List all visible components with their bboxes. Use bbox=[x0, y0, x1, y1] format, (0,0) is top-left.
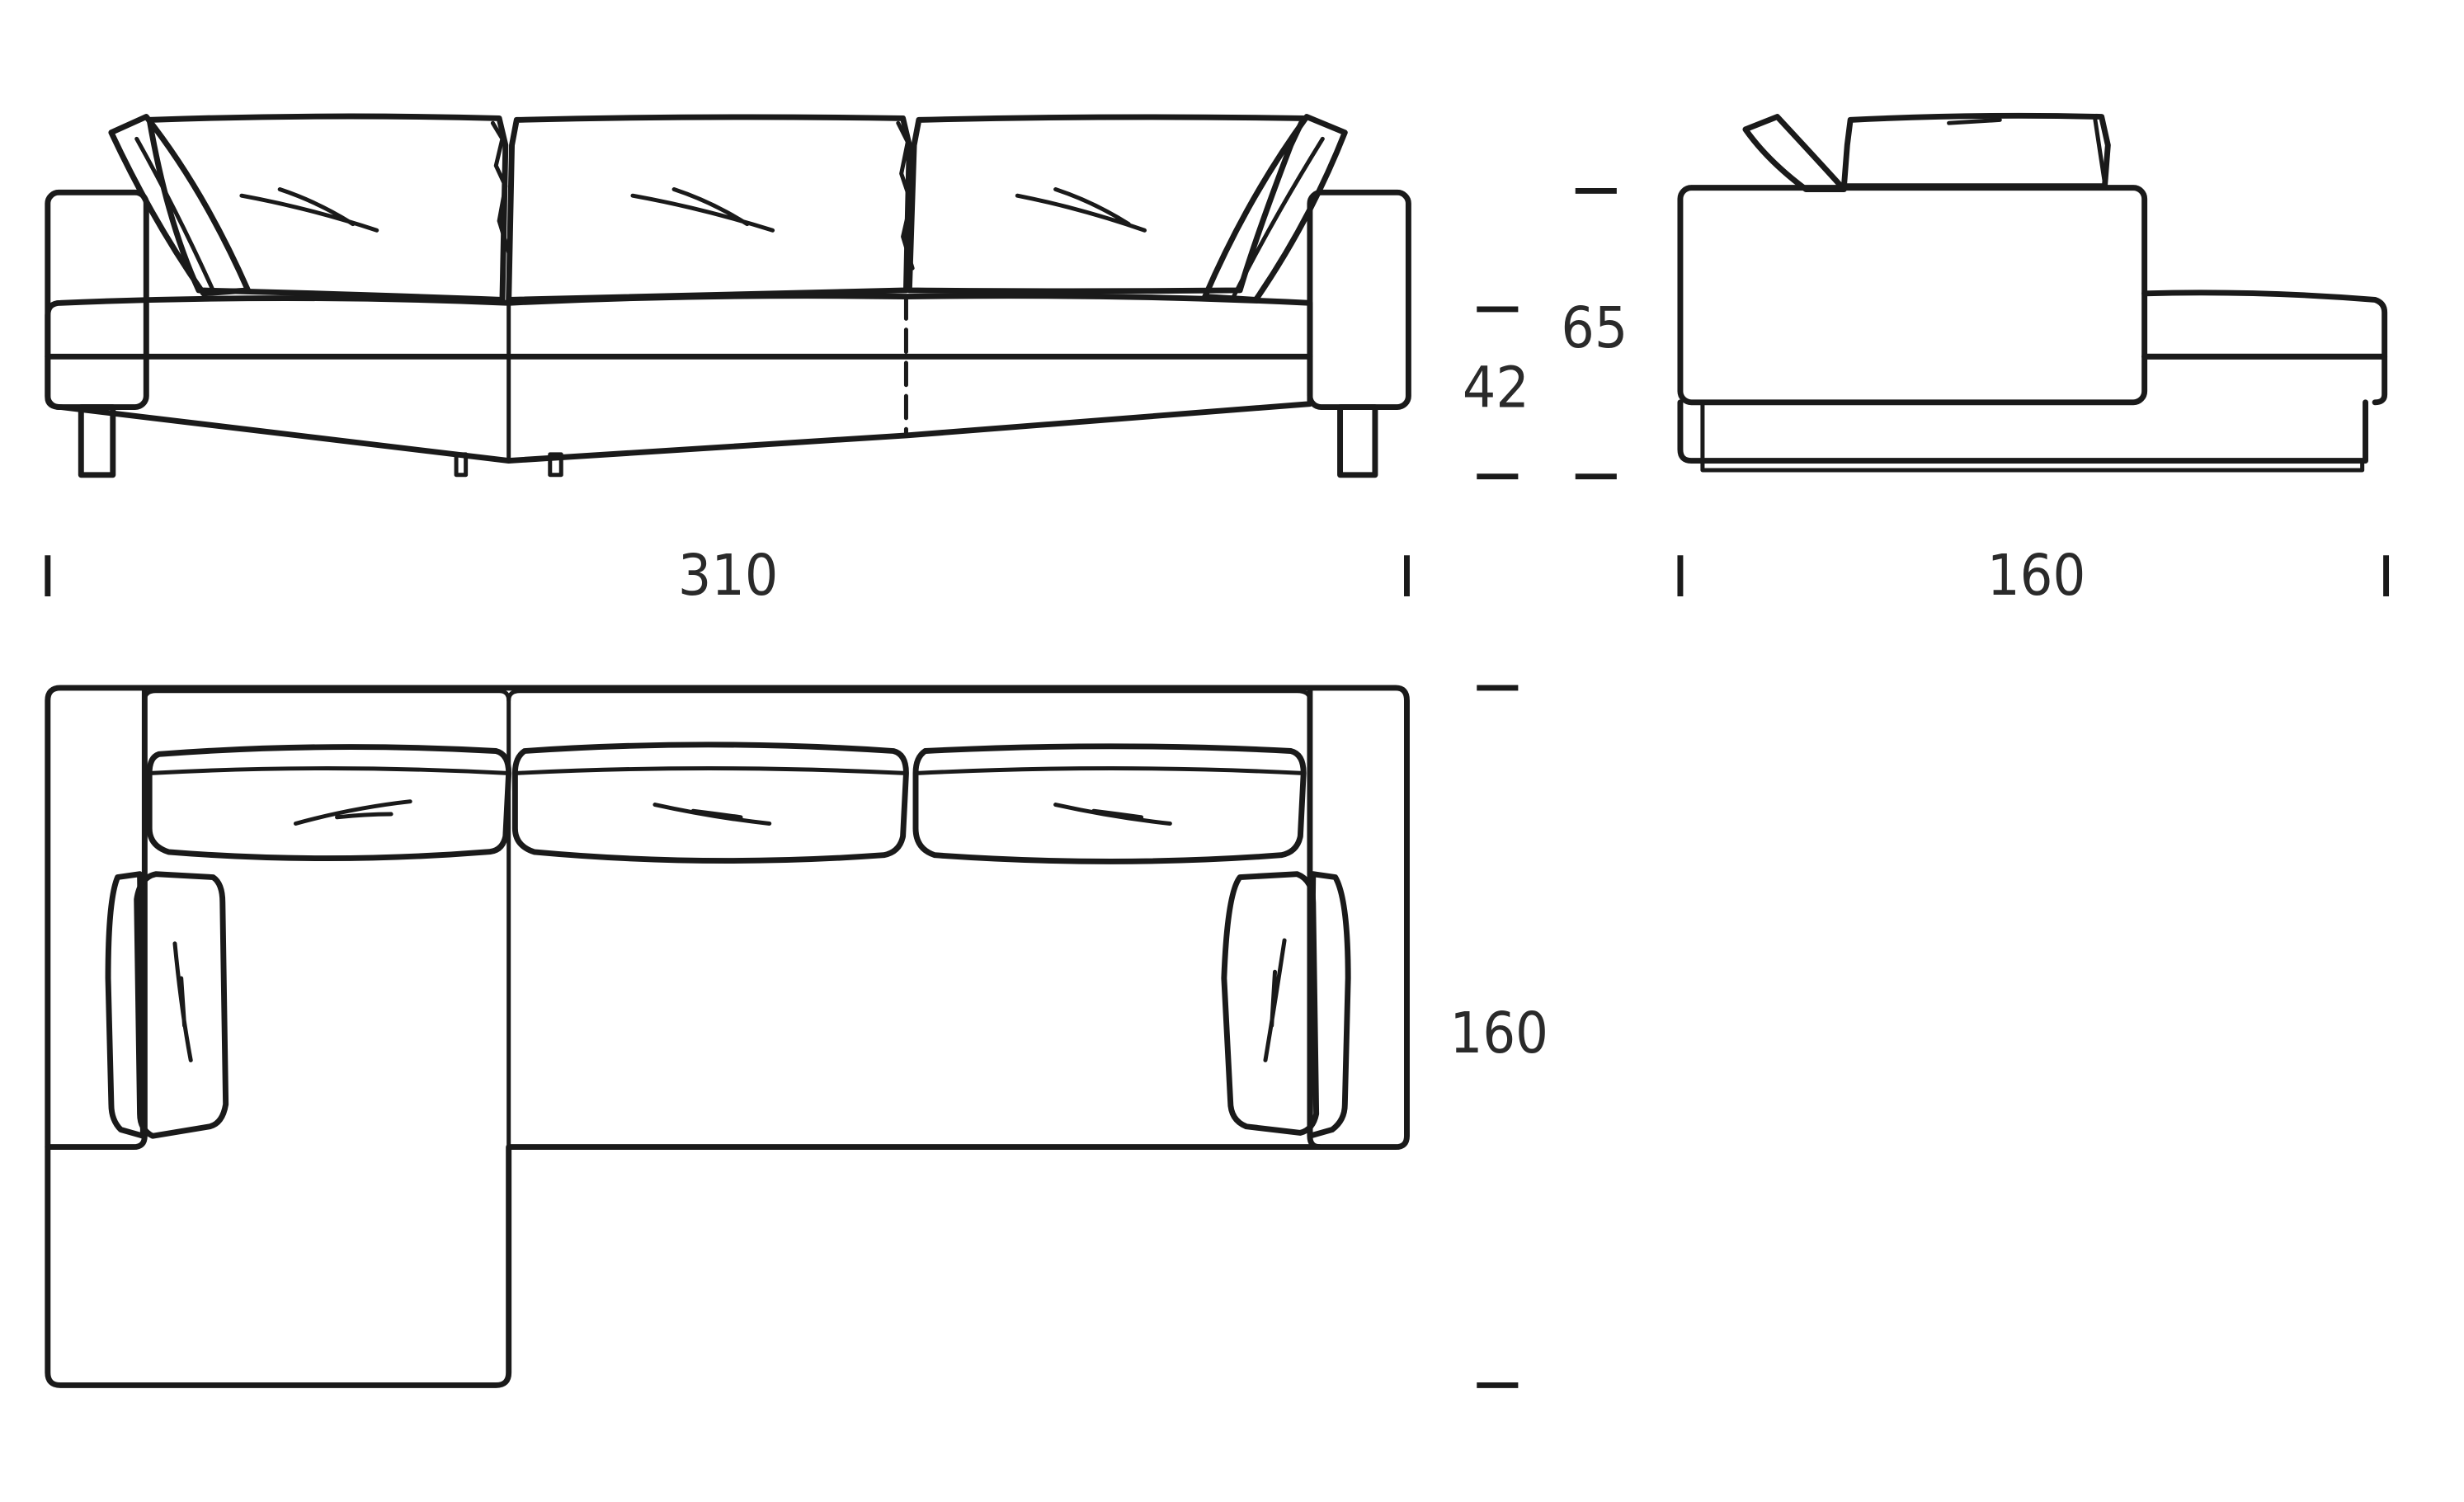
side-elevation bbox=[1677, 112, 2388, 473]
plan-side-pillow-left-crease bbox=[172, 941, 193, 1062]
dim-plan-depth-label: 160 bbox=[1450, 1001, 1548, 1066]
front-side-cushion-right-fold bbox=[1231, 136, 1325, 299]
front-crease-left bbox=[239, 187, 379, 233]
dimension-marks bbox=[45, 188, 2390, 1388]
dim-front-width-label: 310 bbox=[678, 543, 778, 609]
plan-back-cushion-2-top bbox=[516, 766, 906, 775]
dim-back-height-label: 65 bbox=[1561, 295, 1628, 361]
front-side-cushion-left-fold bbox=[134, 136, 215, 293]
front-elevation bbox=[45, 113, 1411, 478]
plan-back-cushion-2 bbox=[511, 742, 909, 864]
plan-back-cushion-3-top bbox=[916, 766, 1303, 775]
front-seat-cushion bbox=[45, 293, 1313, 360]
dim-side-depth-label: 160 bbox=[1987, 543, 2085, 609]
plan-outline bbox=[45, 685, 1410, 1388]
plan-view bbox=[45, 685, 1410, 1388]
dimension-labels: 310 160 65 42 160 bbox=[678, 295, 2085, 1066]
side-seat-base bbox=[2141, 353, 2388, 406]
side-back-cushion-crease bbox=[1947, 117, 2107, 186]
side-leaning-cushion bbox=[1742, 114, 1847, 192]
plan-side-pillow-left bbox=[134, 871, 229, 1139]
plan-side-pillow-right-crease bbox=[1263, 938, 1287, 1062]
side-plinth bbox=[1700, 400, 2365, 473]
plan-side-cushion-left bbox=[105, 871, 146, 1139]
front-leg-inner-right bbox=[548, 452, 563, 478]
front-leg-right bbox=[1337, 404, 1378, 478]
front-leg-left bbox=[78, 404, 116, 478]
plan-back-rail bbox=[506, 689, 1312, 703]
side-base bbox=[1677, 399, 2368, 464]
dim-seat-height-label: 42 bbox=[1463, 355, 1529, 421]
plan-back-cushion-1 bbox=[146, 744, 512, 862]
front-back-cushion-left bbox=[146, 113, 509, 303]
front-base bbox=[45, 353, 1313, 464]
plan-arm-left bbox=[45, 685, 148, 1151]
plan-chaise-divider bbox=[142, 689, 511, 1150]
plan-side-cushion-right bbox=[1307, 871, 1351, 1139]
plan-back-cushion-1-top bbox=[150, 766, 508, 775]
plan-back-cushion-3 bbox=[912, 743, 1307, 864]
side-arm-block bbox=[1677, 185, 2148, 406]
front-seam-right bbox=[896, 120, 915, 271]
front-back-cushion-right bbox=[906, 114, 1307, 294]
front-side-cushion-left bbox=[108, 114, 252, 297]
front-crease-right bbox=[1015, 187, 1147, 233]
plan-crease-1 bbox=[293, 799, 412, 826]
plan-crease-3 bbox=[1053, 803, 1172, 826]
front-seam-left bbox=[490, 120, 511, 255]
front-back-cushion-middle bbox=[506, 114, 912, 303]
front-arm-right bbox=[1307, 189, 1411, 410]
side-back-cushion bbox=[1840, 112, 2111, 190]
front-crease-middle bbox=[630, 187, 775, 233]
plan-crease-2 bbox=[653, 803, 772, 826]
side-seat-cushion bbox=[2141, 290, 2388, 360]
front-side-cushion-right bbox=[1202, 114, 1348, 303]
plan-side-pillow-right bbox=[1221, 871, 1320, 1136]
front-leg-inner-left bbox=[454, 452, 469, 478]
